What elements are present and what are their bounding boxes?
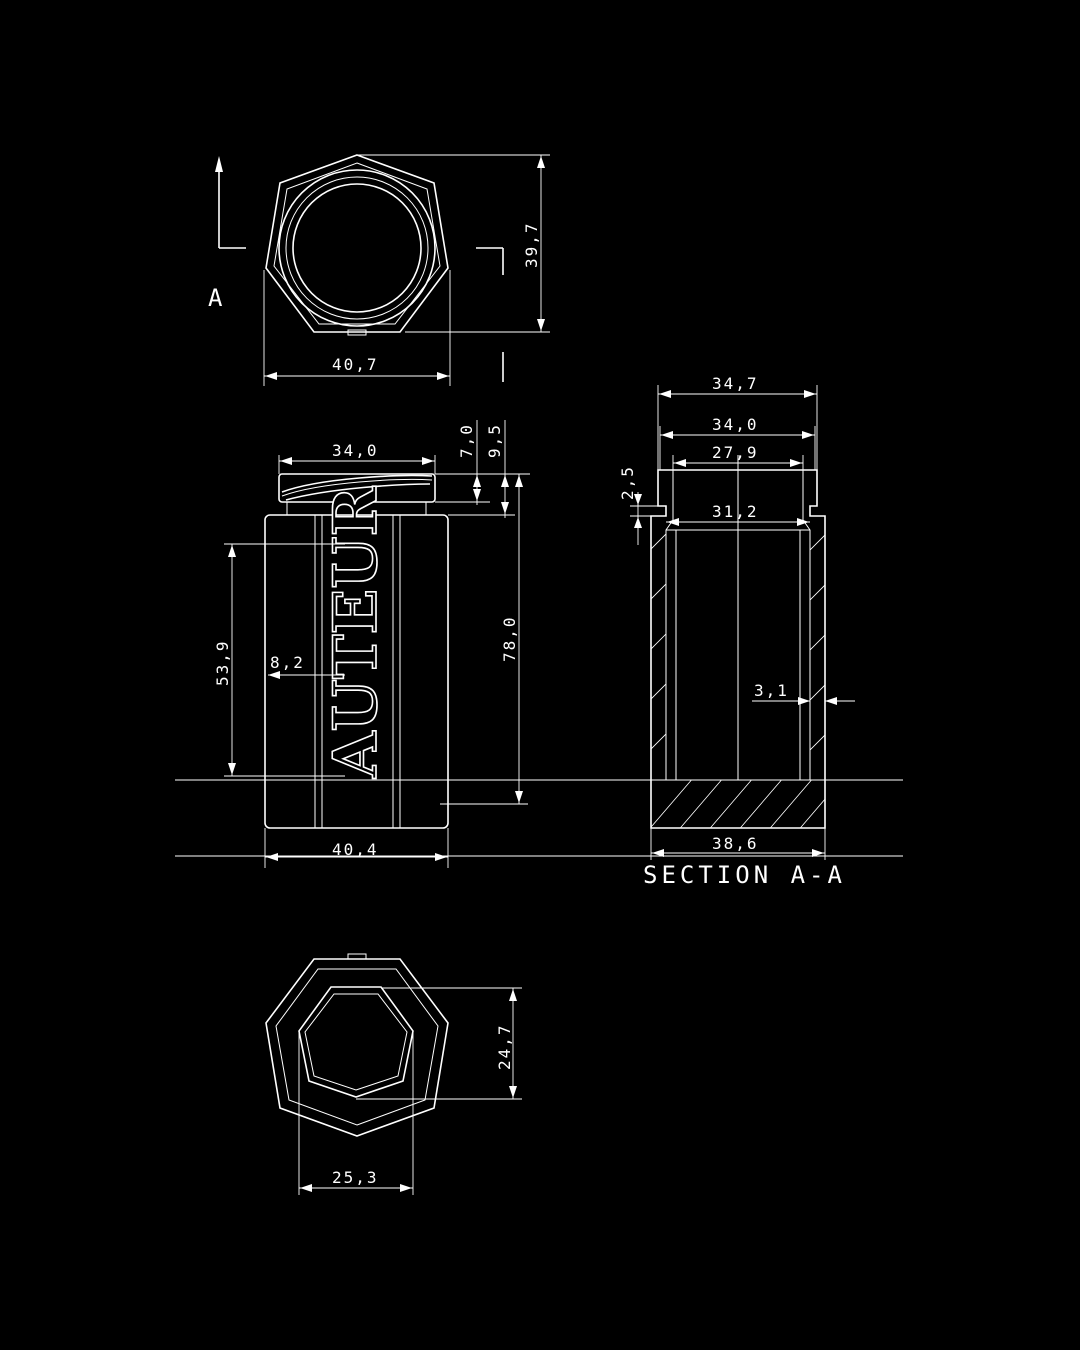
section-view: 34,7 34,0 27,9 31,2: [618, 374, 855, 889]
dim-front-neck-width: [278, 455, 436, 474]
top-rim-circle: [278, 169, 436, 327]
dim-section-outer-neck: [657, 385, 818, 470]
section-hatch-base: [651, 780, 825, 828]
dim-section-thread: [659, 426, 816, 470]
bottom-inner-heptagon: [298, 986, 414, 1098]
section-hatch-right: [810, 534, 825, 751]
bottom-heptagon-mid: [275, 968, 439, 1126]
brand-logo-text: AUTEUR: [321, 485, 391, 779]
dim-top-width: [263, 270, 451, 386]
dim-base-label: 38,6: [712, 834, 759, 853]
dim-shoulder-height-label: 9,5: [485, 423, 504, 458]
dim-neck-ring-label: 2,5: [618, 465, 637, 500]
top-thread-circle: [285, 176, 429, 320]
dim-section-neck-ring: [630, 492, 666, 545]
dim-total-height-label: 78,0: [500, 615, 519, 662]
dim-opening-label: 27,9: [712, 443, 759, 462]
section-marker-label: A: [208, 284, 226, 312]
bottom-heptagon-outline: [265, 958, 449, 1137]
top-tab: [347, 329, 367, 336]
dim-bottom-height-label: 24,7: [495, 1023, 514, 1070]
bottom-view: 24,7 25,3: [265, 953, 522, 1195]
dim-outer-neck-label: 34,7: [712, 374, 759, 393]
dim-label-depth-label: 8,2: [270, 653, 305, 672]
front-thread-finish: [278, 473, 436, 503]
dim-top-height: [357, 154, 550, 333]
top-opening-circle: [292, 183, 422, 313]
dim-top-width-label: 40,7: [332, 355, 379, 374]
front-threads: [281, 474, 433, 501]
dim-section-inner-diameter: [666, 518, 810, 526]
dim-wall-label: 3,1: [754, 681, 789, 700]
dim-top-height-label: 39,7: [522, 221, 541, 268]
dim-label-depth-arrow: [268, 671, 280, 679]
dim-bottom-width-label: 25,3: [332, 1168, 379, 1187]
dim-bottom-height: [356, 987, 522, 1100]
top-view: A 39,7 40,7: [208, 154, 550, 386]
dim-front-body-width: [264, 828, 449, 868]
dim-section-base: [650, 828, 826, 860]
section-cut-marker-right: [476, 247, 504, 382]
dim-front-total-height: [440, 474, 528, 805]
dim-neck-height-label: 7,0: [457, 423, 476, 458]
dim-bottom-width: [298, 1031, 414, 1195]
dim-section-opening: [672, 455, 804, 470]
front-view: AUTEUR 34,0 7,0 9,5: [213, 420, 530, 868]
section-hatch-left: [651, 533, 666, 750]
dim-front-label-height: [224, 543, 345, 777]
dim-inner-diameter-label: 31,2: [712, 502, 759, 521]
dim-label-height-label: 53,9: [213, 639, 232, 686]
bottom-tab: [347, 953, 367, 960]
dim-section-wall: [752, 697, 855, 705]
dim-body-width-label: 40,4: [332, 840, 379, 859]
top-heptagon-outline: [265, 154, 449, 333]
dim-front-neck-width-label: 34,0: [332, 441, 379, 460]
bottom-inner-heptagon-offset: [304, 993, 408, 1091]
section-cut-marker-left: [215, 156, 246, 249]
dim-thread-label: 34,0: [712, 415, 759, 434]
dim-front-neck-heights: [435, 420, 530, 518]
section-title: SECTION A-A: [643, 861, 846, 889]
top-heptagon-inner: [273, 162, 441, 325]
